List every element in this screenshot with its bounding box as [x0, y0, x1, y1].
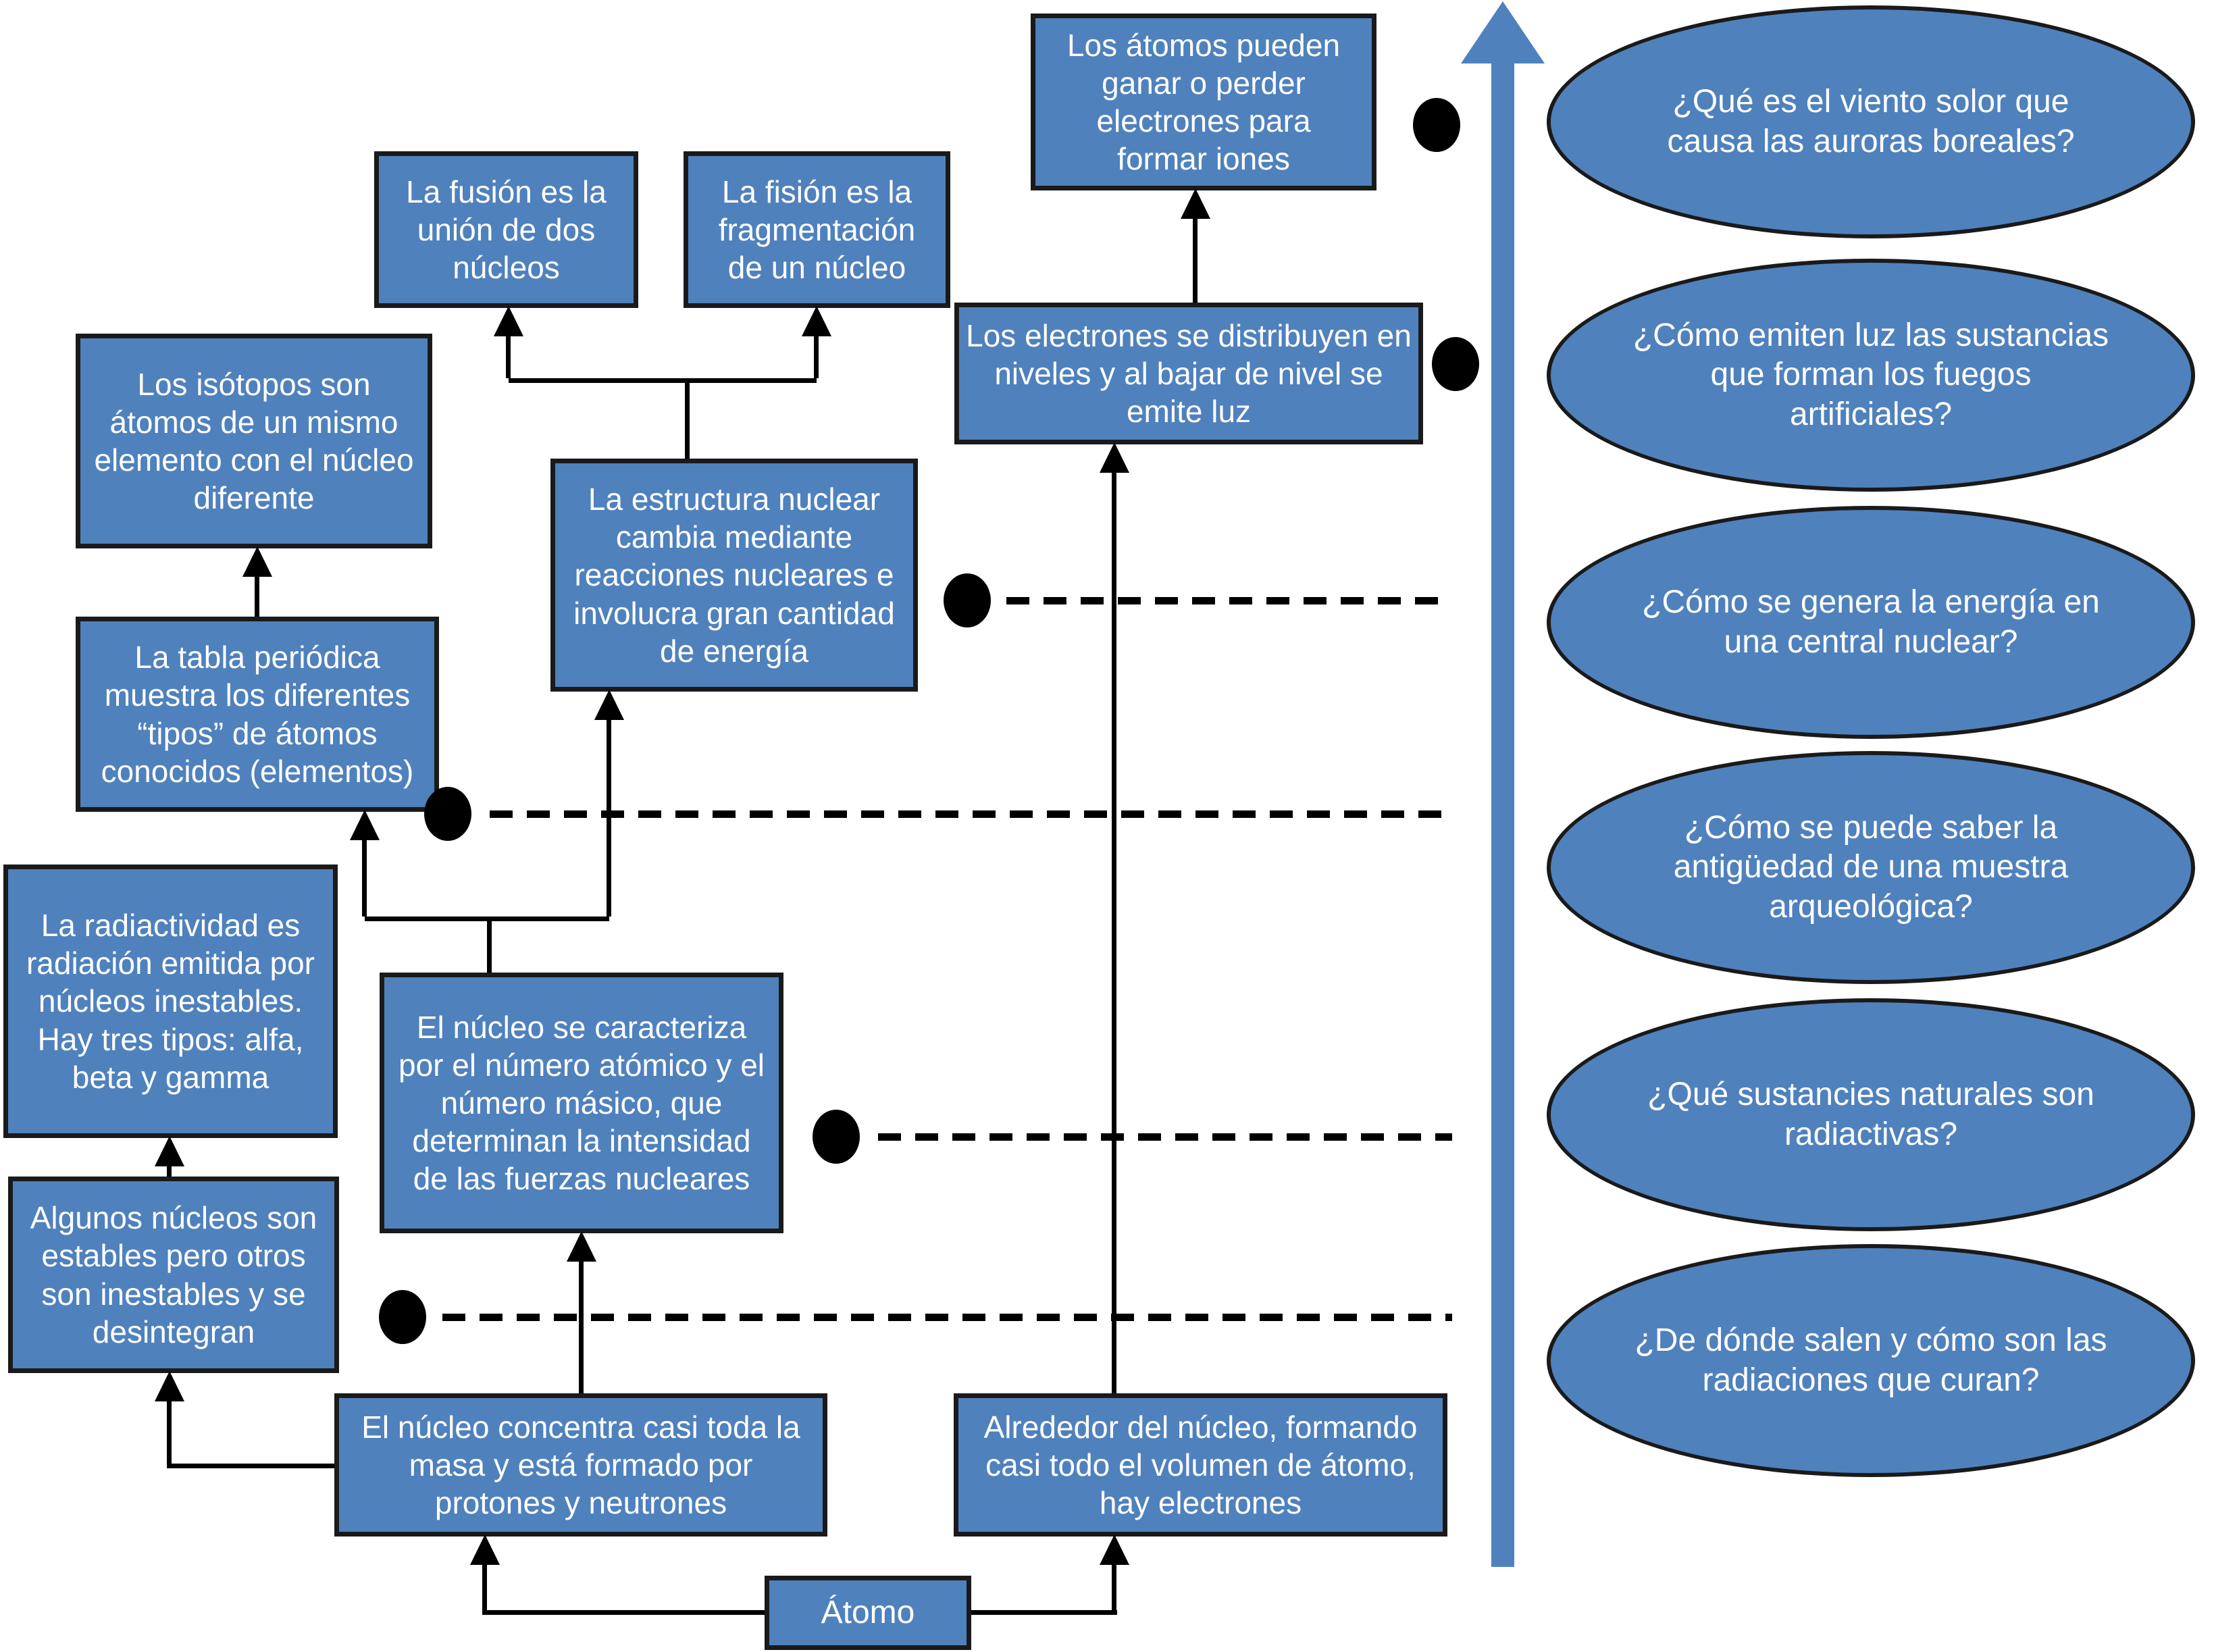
concept-box-tabla-periodica: La tabla periódica muestra los diferente…: [76, 617, 439, 812]
concept-box-nucleo-caracteriza: El núcleo se caracteriza por el número a…: [380, 973, 783, 1233]
connector-algunos-to-radiactividad: [167, 1162, 172, 1177]
question-ellipse-viento-solar: ¿Qué es el viento solor que causa las au…: [1547, 5, 2195, 238]
arrowhead-nucleo-caracteriza-icon: [567, 1231, 596, 1262]
concept-box-radiactividad: La radiactividad es radiación emitida po…: [3, 864, 338, 1138]
arrowhead-fision-icon: [802, 306, 831, 336]
question-ellipse-sustancias-radiactivas: ¿Qué sustancies naturales son radiactiva…: [1547, 998, 2195, 1231]
question-ellipse-fuegos-artificiales: ¿Cómo emiten luz las sustancias que form…: [1547, 259, 2195, 492]
bullet-dot-atomos-iones: [1413, 98, 1460, 152]
connector-junction-to-fision: [814, 336, 819, 378]
arrowhead-isotopos-icon: [242, 546, 272, 577]
question-ellipse-muestra-arqueologica: ¿Cómo se puede saber la antigüedad de un…: [1547, 751, 2195, 984]
arrowhead-atomos-iones-icon: [1181, 188, 1210, 219]
concept-box-electrones-niveles: Los electrones se distribuyen en niveles…: [954, 303, 1423, 444]
dashed-link-tabla: [490, 810, 1452, 818]
question-ellipse-radiaciones-curan: ¿De dónde salen y cómo son las radiacion…: [1547, 1244, 2195, 1477]
connector-nucleo-to-caracteriza: [579, 1257, 584, 1393]
arrowhead-algunos-nucleos-icon: [155, 1371, 184, 1401]
concept-box-algunos-nucleos: Algunos núcleos son estables pero otros …: [8, 1177, 339, 1373]
connector-junction-to-tabla: [362, 837, 367, 917]
connector-atomo-to-alrededor-vertical: [1112, 1560, 1116, 1615]
concept-box-nucleo-concentra: El núcleo concentra casi toda la masa y …: [334, 1393, 827, 1537]
connector-electrones-to-iones: [1193, 214, 1198, 303]
arrowhead-nucleo-concentra-icon: [470, 1534, 500, 1565]
dashed-link-estructura: [1006, 597, 1452, 604]
connector-alrededor-to-electrones: [1112, 468, 1116, 1393]
arrowhead-alrededor-nucleo-icon: [1100, 1534, 1129, 1565]
bullet-dot-estructura: [944, 573, 991, 627]
connector-nucleo-to-algunos-vertical: [167, 1397, 172, 1468]
connector-caracteriza-junction-stem: [487, 917, 492, 973]
arrowhead-electrones-icon: [1100, 442, 1129, 473]
concept-box-atomo: Átomo: [765, 1576, 971, 1650]
concept-box-isotopos: Los isótopos son átomos de un mismo elem…: [76, 334, 432, 548]
bullet-dot-caracteriza: [813, 1110, 860, 1164]
arrowhead-radiactividad-icon: [155, 1136, 184, 1166]
concept-box-alrededor-nucleo: Alrededor del núcleo, formando casi todo…: [954, 1393, 1447, 1537]
concept-box-fusion: La fusión es la unión de dos núcleos: [374, 151, 638, 308]
connector-estructura-junction-stem: [685, 378, 690, 459]
concept-box-fision: La fisión es la fragmentación de un núcl…: [684, 151, 950, 308]
timeline-arrow-shaft: [1491, 59, 1514, 1567]
dashed-link-caracteriza: [878, 1133, 1452, 1141]
connector-atomo-to-alrededor-horizontal: [971, 1610, 1117, 1615]
bullet-dot-algunos: [379, 1290, 426, 1344]
dashed-link-algunos: [442, 1314, 1452, 1321]
concept-box-atomos-iones: Los átomos pueden ganar o perder electro…: [1031, 14, 1376, 190]
bullet-dot-tabla: [424, 787, 471, 841]
connector-junction-to-fusion: [506, 336, 511, 378]
bullet-dot-electrones: [1432, 337, 1479, 391]
connector-tabla-to-isotopos: [255, 572, 259, 617]
arrowhead-fusion-icon: [494, 306, 523, 336]
question-ellipse-central-nuclear: ¿Cómo se genera la energía en una centra…: [1547, 506, 2195, 739]
connector-atomo-to-nucleo-vertical: [482, 1560, 487, 1615]
arrowhead-tabla-periodica-icon: [350, 810, 380, 840]
timeline-arrow-head-icon: [1461, 1, 1545, 63]
connector-fusion-fision-horizontal: [509, 378, 817, 383]
connector-caracteriza-junction-horizontal: [365, 917, 609, 921]
connector-nucleo-to-algunos-horizontal: [170, 1464, 334, 1468]
concept-box-estructura-nuclear: La estructura nuclear cambia mediante re…: [550, 459, 918, 692]
connector-atomo-to-nucleo-horizontal: [485, 1610, 765, 1615]
arrowhead-estructura-nuclear-icon: [594, 690, 624, 720]
